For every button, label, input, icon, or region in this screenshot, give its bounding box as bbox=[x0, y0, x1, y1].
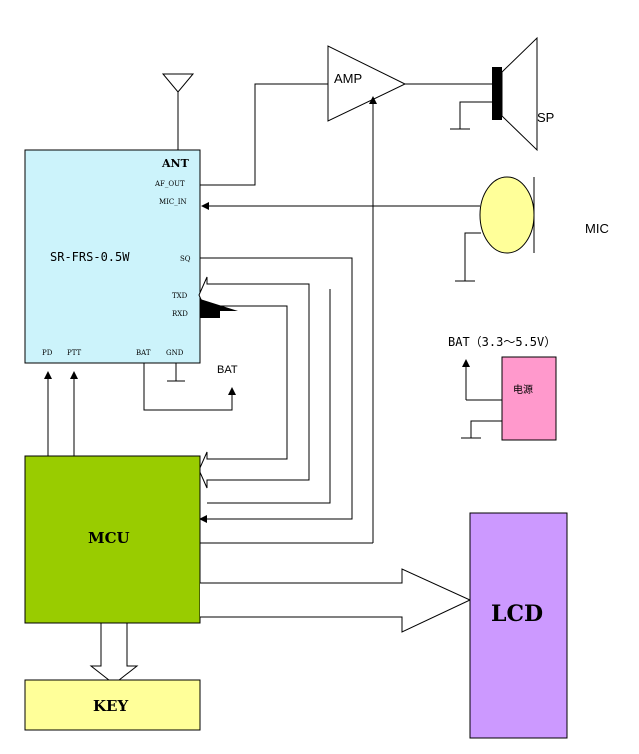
arrow-icon bbox=[200, 568, 472, 633]
pin-ptt-label: PTT bbox=[67, 349, 82, 357]
sq-wire bbox=[199, 257, 353, 523]
mcu-label: MCU bbox=[88, 529, 130, 547]
microphone-icon bbox=[479, 176, 535, 254]
mic-label: MIC bbox=[585, 221, 609, 236]
module-name: SR-FRS-0.5W bbox=[50, 250, 130, 264]
mcu-block bbox=[24, 455, 201, 624]
bat-wire bbox=[143, 363, 236, 411]
af-out-wire bbox=[200, 83, 328, 186]
ground-icon bbox=[167, 363, 185, 382]
speaker-label: SP bbox=[537, 110, 554, 125]
arrow-icon bbox=[200, 299, 238, 318]
arrow-icon bbox=[89, 622, 139, 685]
speaker-icon bbox=[492, 36, 538, 152]
pin-txd-label: TXD bbox=[172, 292, 188, 300]
pin-sq-label: SQ bbox=[180, 255, 191, 263]
pin-bat-label: BAT bbox=[136, 349, 151, 357]
power-box-label: 电源 bbox=[513, 383, 533, 396]
rf-module-block bbox=[24, 149, 201, 364]
power-block bbox=[501, 356, 557, 441]
lcd-block bbox=[469, 512, 568, 739]
pin-rxd-label: RXD bbox=[172, 310, 188, 318]
key-label: KEY bbox=[93, 697, 128, 715]
pin-af-out-label: AF_OUT bbox=[154, 180, 185, 188]
antenna-icon bbox=[161, 73, 195, 150]
arrow-icon bbox=[198, 276, 310, 489]
pin-pd-label: PD bbox=[42, 349, 53, 357]
bat-label: BAT bbox=[217, 364, 238, 376]
ground-icon bbox=[461, 420, 502, 439]
power-range-label: BAT（3.3～5.5V） bbox=[448, 335, 556, 349]
amp-label: AMP bbox=[334, 71, 362, 86]
pin-ant-label: ANT bbox=[161, 157, 190, 170]
ground-icon bbox=[450, 101, 492, 130]
lcd-label: LCD bbox=[491, 601, 543, 627]
pin-mic-in-label: MIC_IN bbox=[159, 198, 187, 206]
ground-icon bbox=[455, 232, 481, 282]
key-block bbox=[24, 679, 201, 731]
pin-gnd-label: GND bbox=[166, 349, 184, 357]
